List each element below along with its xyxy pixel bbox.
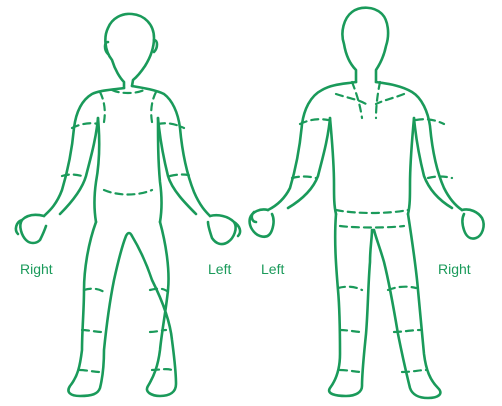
front-right-side-label: Right [20,261,53,277]
back-left-hand [250,209,274,236]
back-head [342,8,388,82]
back-inner-arms [288,118,452,208]
back-section-lines [292,82,452,372]
back-right-hand [462,209,484,238]
front-left-side-label: Left [208,261,231,277]
back-right-side-label: Right [438,261,471,277]
back-left-side-label: Left [261,261,284,277]
back-waist [330,118,414,214]
